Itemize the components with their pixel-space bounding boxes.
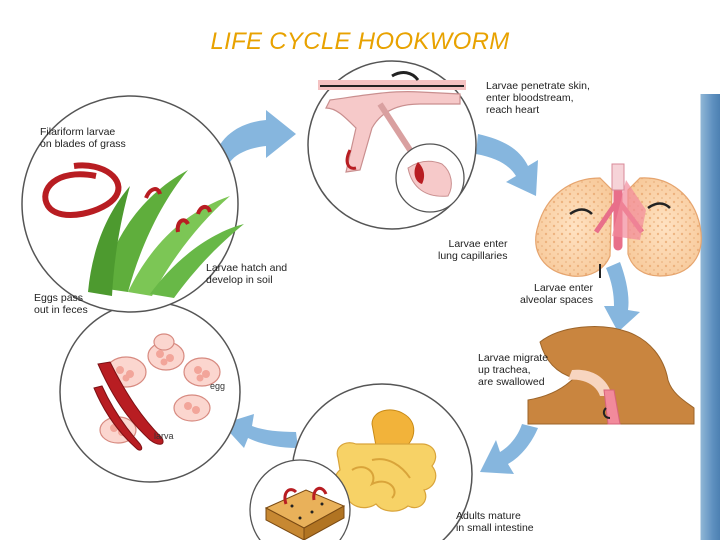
trachea-stage-illustration <box>527 326 695 425</box>
eggs-stage-illustration <box>59 301 241 483</box>
decorative-side-bar <box>700 94 720 540</box>
page-title: LIFE CYCLE HOOKWORM <box>210 28 510 55</box>
skin-stage-illustration <box>307 60 477 230</box>
label-alveolar-spaces: Larvae enter alveolar spaces <box>520 282 593 306</box>
label-small-intestine: Adults mature in small intestine <box>456 510 534 534</box>
label-filariform-larvae: Filariform larvae on blades of grass <box>40 126 126 150</box>
label-hatch-soil: Larvae hatch and develop in soil <box>206 262 288 286</box>
lung-stage-illustration <box>535 163 702 278</box>
soil-illustration <box>249 459 351 540</box>
label-eggs-feces: Eggs pass out in feces <box>34 292 88 316</box>
grass-stage-illustration <box>21 95 244 313</box>
label-egg: egg <box>210 381 226 391</box>
label-penetrate-skin: Larvae penetrate skin, enter bloodstream… <box>486 80 590 116</box>
label-migrate-trachea: Larvae migrate up trachea, are swallowed <box>478 352 549 388</box>
arrow-grass-to-skin <box>218 110 296 162</box>
arrow-trachea-to-intestine <box>480 424 538 474</box>
arrow-skin-to-lung <box>476 134 538 196</box>
arrow-lung-to-trachea <box>604 262 640 332</box>
label-larva: larva <box>154 431 174 441</box>
label-lung-capillaries: Larvae enter lung capillaries <box>438 238 508 262</box>
arrow-intestine-to-eggs <box>222 414 298 448</box>
